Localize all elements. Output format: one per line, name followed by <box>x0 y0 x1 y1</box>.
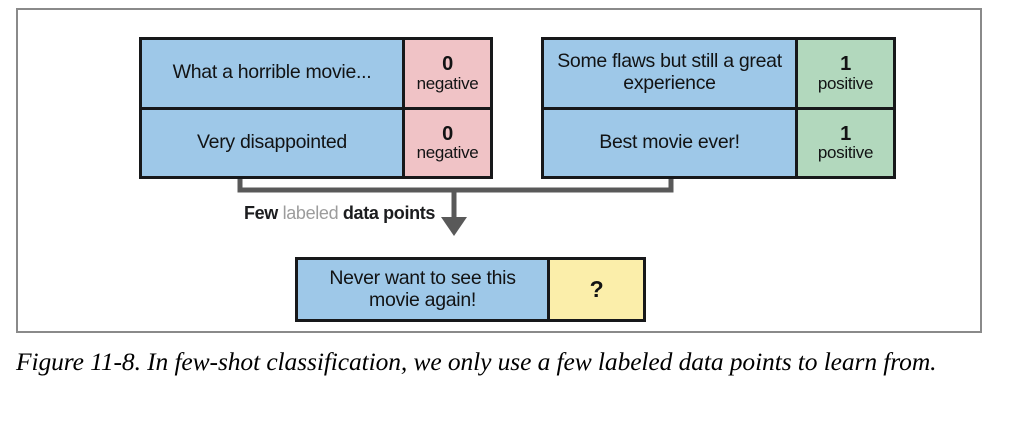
label-name: negative <box>416 143 479 163</box>
label-value: 1 <box>840 122 851 145</box>
annotation-part-data-points: data points <box>342 203 436 223</box>
negative-examples-table: What a horrible movie... 0 negative Very… <box>139 37 493 179</box>
table-row: What a horrible movie... 0 negative <box>142 40 490 107</box>
positive-examples-table: Some flaws but still a great experience … <box>541 37 896 179</box>
query-example-label-unknown: ? <box>547 260 643 319</box>
table-row: Best movie ever! 1 positive <box>544 106 893 176</box>
label-value: 0 <box>442 53 453 76</box>
figure-caption: Figure 11-8. In few-shot classification,… <box>16 347 937 376</box>
example-label-positive: 1 positive <box>795 40 893 107</box>
query-example-box: Never want to see this movie again! ? <box>295 257 646 322</box>
example-text: Very disappointed <box>142 109 402 176</box>
example-label-negative: 0 negative <box>402 109 490 176</box>
example-text: Some flaws but still a great experience <box>544 40 795 107</box>
unknown-label-value: ? <box>589 275 604 302</box>
example-label-positive: 1 positive <box>795 109 893 176</box>
example-text: What a horrible movie... <box>142 40 402 107</box>
label-value: 1 <box>840 53 851 76</box>
example-label-negative: 0 negative <box>402 40 490 107</box>
annotation-part-labeled: labeled <box>282 203 339 223</box>
annotation-part-few: Few <box>244 203 278 223</box>
query-example-text: Never want to see this movie again! <box>298 260 547 319</box>
connector-annotation: Few labeled data points <box>244 204 435 222</box>
label-value: 0 <box>442 122 453 145</box>
label-name: positive <box>817 73 874 93</box>
label-name: positive <box>817 143 874 163</box>
table-row: Some flaws but still a great experience … <box>544 40 893 107</box>
example-text: Best movie ever! <box>544 109 795 176</box>
table-row: Very disappointed 0 negative <box>142 106 490 176</box>
label-name: negative <box>416 73 479 93</box>
figure-frame: What a horrible movie... 0 negative Very… <box>16 8 982 333</box>
